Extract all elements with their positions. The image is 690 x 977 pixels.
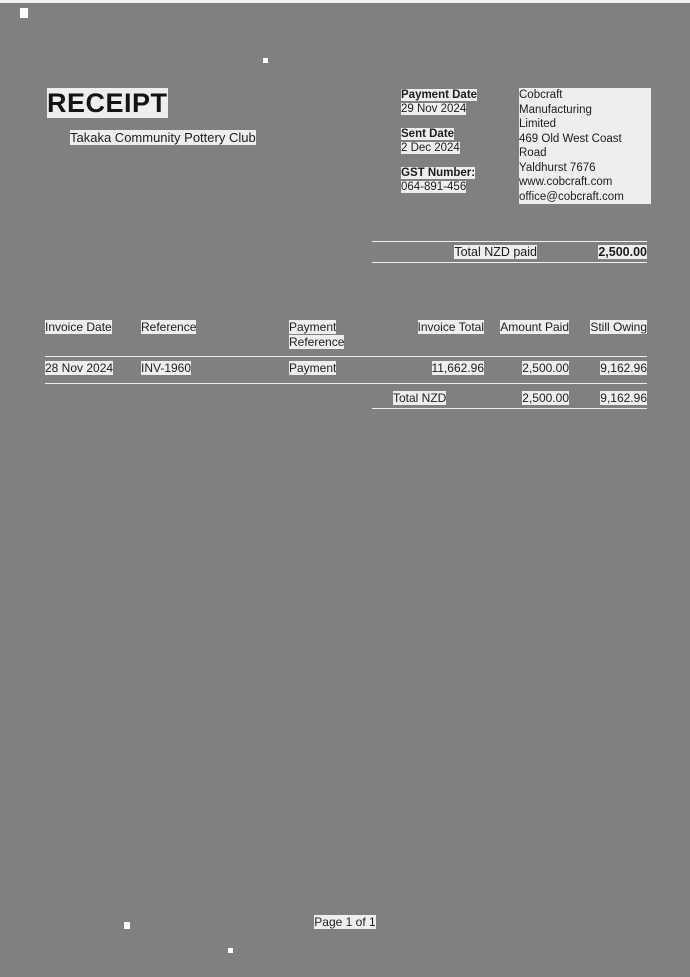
top-edge-strip [0,0,690,3]
page-number-label: Page 1 of 1 [314,915,376,929]
gst-number-block: GST Number: 064-891-456 [401,166,511,194]
page-title-text: RECEIPT [47,88,168,118]
payment-date-value: 29 Nov 2024 [401,103,467,115]
payment-date-block: Payment Date 29 Nov 2024 [401,88,511,116]
sent-date-label: Sent Date [401,128,455,140]
cell-invoice-total: 11,662.96 [431,361,484,375]
total-paid-summary: Total NZD paid 2,500.00 [372,241,647,263]
total-paid-bottom-rule [372,262,647,263]
table-totals-row: Total NZD 2,500.00 9,162.96 [45,384,647,408]
totals-amount-paid: 2,500.00 [522,391,569,405]
edge-artifact [20,8,28,18]
org-website: www.cobcraft.com [519,175,651,190]
cell-amount-paid: 2,500.00 [522,361,569,375]
total-paid-amount: 2,500.00 [598,245,647,259]
sent-date-block: Sent Date 2 Dec 2024 [401,127,511,155]
org-line-1: Cobcraft [519,88,651,103]
page-footer: Page 1 of 1 [0,915,690,929]
table-row: 28 Nov 2024 INV-1960 Payment 11,662.96 2… [45,357,647,383]
header-invoice-total: Invoice Total [417,320,484,334]
header-payment-reference: Payment Reference [289,320,345,349]
edge-artifact [228,948,233,953]
org-line-6: Yaldhurst 7676 [519,160,651,175]
org-line-2: Manufacturing [519,102,651,117]
total-paid-row: Total NZD paid 2,500.00 [372,242,647,262]
payment-date-label: Payment Date [401,89,478,101]
sent-date-value: 2 Dec 2024 [401,142,460,154]
totals-still-owing: 9,162.96 [600,391,647,405]
table-totals-rule [372,408,647,409]
table-row-rule [45,383,647,384]
header-invoice-date: Invoice Date [45,320,112,334]
edge-artifact [263,58,268,63]
org-line-3: Limited [519,117,651,132]
header-still-owing: Still Owing [590,320,647,334]
organisation-address-block: Cobcraft Manufacturing Limited 469 Old W… [519,88,651,204]
org-line-4: 469 Old West Coast [519,131,651,146]
page-title: RECEIPT [47,88,168,118]
cell-reference: INV-1960 [141,361,192,375]
invoice-table: Invoice Date Reference Payment Reference… [45,320,647,409]
cell-still-owing: 9,162.96 [600,361,647,375]
payment-meta-column: Payment Date 29 Nov 2024 Sent Date 2 Dec… [401,88,511,194]
edge-artifact [124,922,130,929]
client-name: Takaka Community Pottery Club [70,129,256,146]
cell-payment-reference: Payment [289,361,337,375]
table-header-row: Invoice Date Reference Payment Reference… [45,320,647,356]
gst-number-value: 064-891-456 [401,181,467,193]
table-header-rule [45,356,647,357]
total-paid-label: Total NZD paid [454,245,537,259]
total-paid-top-rule [372,241,647,242]
org-email: office@cobcraft.com [519,189,651,204]
header-reference: Reference [141,320,197,334]
gst-number-label: GST Number: [401,167,476,179]
org-line-5: Road [519,146,651,161]
cell-invoice-date: 28 Nov 2024 [45,361,114,375]
header-amount-paid: Amount Paid [500,320,569,334]
totals-label: Total NZD [393,391,447,405]
client-name-text: Takaka Community Pottery Club [70,130,256,145]
